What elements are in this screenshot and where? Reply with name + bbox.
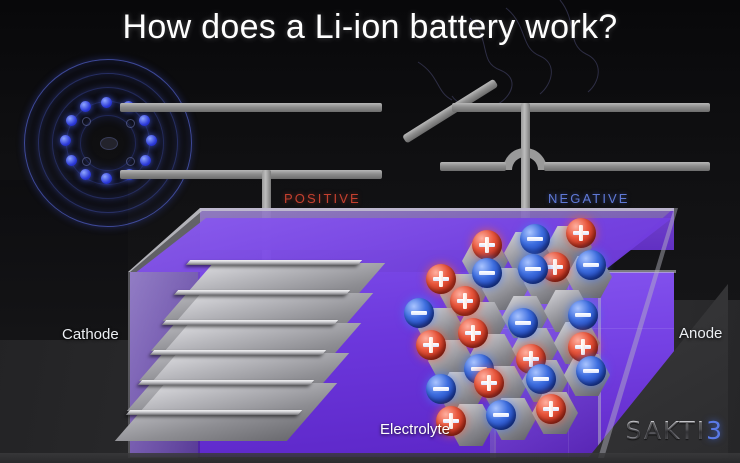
wheel-dot (101, 173, 112, 184)
wheel-ring-inner (80, 115, 136, 171)
wheel-ring-outer (24, 59, 192, 227)
wheel-dot (66, 155, 77, 166)
wire-switch-drop (521, 103, 530, 165)
anode-label: Anode (679, 325, 723, 342)
wheel-ring-3 (52, 87, 164, 199)
wire-pivot-left (440, 162, 506, 171)
electrolyte-label: Electrolyte (380, 421, 451, 438)
cathode-plate-edge (173, 290, 351, 295)
ion-positive (426, 264, 456, 294)
ion-negative (508, 308, 538, 338)
cathode-plate-edge (161, 320, 339, 325)
ion-negative (472, 258, 502, 288)
cell-gridline (568, 272, 569, 458)
bottom-strip (0, 453, 740, 463)
ion-positive (566, 218, 596, 248)
wire-to-anode (521, 162, 530, 240)
ion-negative (486, 400, 516, 430)
wire-mid-left (120, 170, 382, 179)
ion-negative (576, 250, 606, 280)
ion-negative (426, 374, 456, 404)
ion-negative (404, 298, 434, 328)
wheel-hub (100, 137, 118, 150)
cathode-plate-edge (137, 380, 315, 385)
wheel-bolt (82, 157, 91, 166)
ion-positive (436, 406, 466, 436)
wheel-dot (101, 97, 112, 108)
ion-positive (416, 330, 446, 360)
ion-negative (526, 364, 556, 394)
wheel-bolt (126, 157, 135, 166)
wheel-dot (139, 115, 150, 126)
wire-top-right (452, 103, 710, 112)
wire-pivot-right (544, 162, 710, 171)
ion-negative (576, 356, 606, 386)
brand-logo-primary: SAKTI (625, 416, 707, 445)
ion-negative (520, 224, 550, 254)
ion-negative (568, 300, 598, 330)
ion-positive (458, 318, 488, 348)
wheel-dot (80, 169, 91, 180)
wheel-dot (60, 135, 71, 146)
terminal-label-positive: POSITIVE (284, 191, 361, 206)
wheel-ring-2 (38, 73, 178, 213)
wheel-bolt (82, 117, 91, 126)
wheel-dot (66, 115, 77, 126)
brand-logo-accent: 3 (706, 416, 724, 445)
ion-positive (536, 394, 566, 424)
wire-top-left (120, 103, 382, 112)
terminal-label-negative: NEGATIVE (548, 191, 630, 206)
cathode-plate-edge (125, 410, 303, 415)
ion-positive (450, 286, 480, 316)
cathode-plate-edge (149, 350, 327, 355)
ion-negative (518, 254, 548, 284)
wheel-dot (80, 101, 91, 112)
ion-positive (472, 230, 502, 260)
wheel-load-icon (22, 57, 192, 227)
ion-positive (474, 368, 504, 398)
cathode-label: Cathode (62, 326, 119, 343)
brand-logo: SAKTI3 (626, 416, 724, 445)
wheel-dot (146, 135, 157, 146)
wheel-dot (140, 155, 151, 166)
cathode-plate-edge (185, 260, 363, 265)
wheel-bolt (126, 119, 135, 128)
battery-cell: Electrolyte (114, 208, 728, 458)
page-title: How does a Li-ion battery work? (122, 8, 618, 46)
